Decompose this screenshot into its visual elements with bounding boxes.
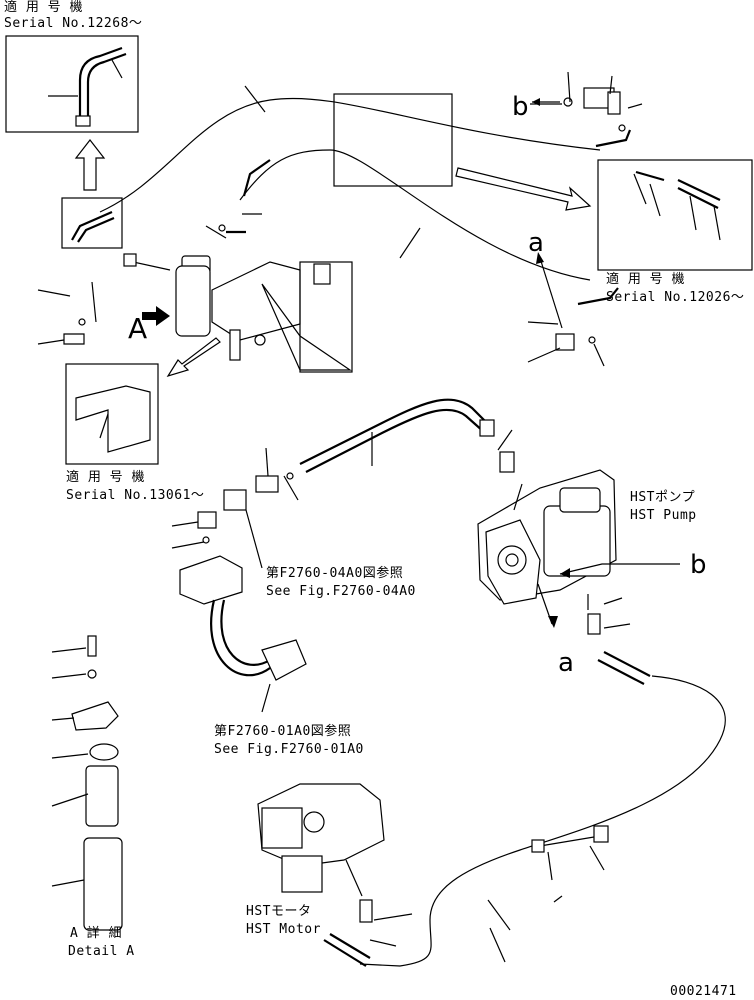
ml-applicable-label: 適 用 号 機	[66, 470, 145, 485]
tl-serial-label: Serial No.12268～	[4, 16, 143, 31]
reference-box	[333, 93, 453, 187]
callout-a-bottom: a	[558, 648, 574, 678]
ml-serial-label: Serial No.13061～	[66, 488, 205, 503]
inset-serial-12268	[5, 35, 139, 133]
arrow-to-bracket-inset	[166, 337, 221, 378]
detail-en-label: Detail A	[68, 944, 135, 959]
up-arrow	[74, 139, 106, 191]
upper-hoses	[99, 85, 601, 281]
lower-hose	[359, 651, 726, 967]
hst-motor-en-label: HST Motor	[246, 922, 321, 937]
tr-fittings	[532, 71, 643, 148]
filter-arrow	[142, 306, 170, 326]
hst-motor-jp-label: HSTモータ	[246, 904, 312, 919]
inset-serial-13061	[65, 363, 159, 465]
hst-pump-drawing	[477, 429, 680, 635]
tr-serial-label: Serial No.12026～	[606, 290, 745, 305]
valve-block-pipe	[179, 555, 307, 713]
detail-a-parts	[51, 635, 123, 931]
tr-applicable-label: 適 用 号 機	[606, 272, 685, 287]
callout-A-marker: A	[128, 312, 148, 345]
ref2-jp-label: 第F2760-01A0図参照	[214, 724, 352, 739]
callout-a-top: a	[528, 228, 544, 258]
callout-b-top: b	[512, 92, 529, 122]
hst-pump-jp-label: HSTポンプ	[630, 490, 696, 505]
inset-serial-12026	[597, 159, 753, 271]
big-arrow-right	[455, 167, 592, 211]
hst-motor-drawing	[257, 783, 413, 967]
tl-applicable-label: 適 用 号 機	[4, 0, 83, 15]
middle-hose	[171, 398, 495, 569]
drawing-number: 00021471	[670, 984, 737, 999]
ref1-en-label: See Fig.F2760-04A0	[266, 584, 416, 599]
ref1-jp-label: 第F2760-04A0図参照	[266, 566, 404, 581]
detail-jp-label: A 詳 細	[70, 926, 122, 941]
small-fitting-box	[61, 197, 123, 249]
ref2-en-label: See Fig.F2760-01A0	[214, 742, 364, 757]
callout-b-pump: b	[690, 550, 707, 580]
a-callout-upper	[527, 252, 619, 367]
hst-pump-en-label: HST Pump	[630, 508, 697, 523]
filter-assembly	[37, 213, 353, 373]
